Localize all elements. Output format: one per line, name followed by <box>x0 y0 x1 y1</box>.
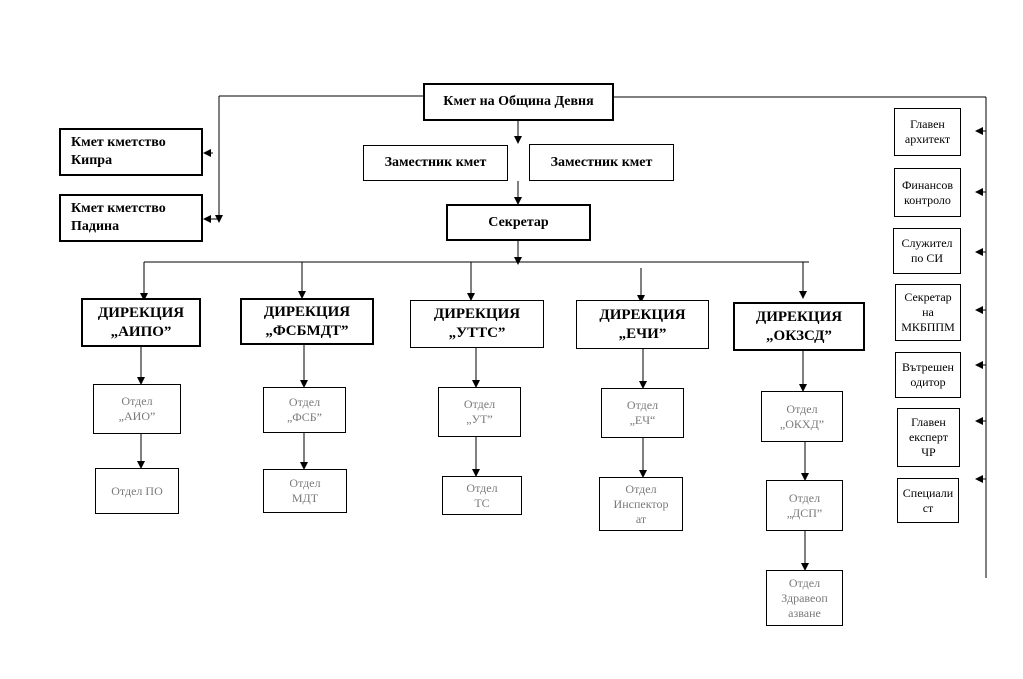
department-ech: Отдел „ЕЧ“ <box>601 388 684 438</box>
mayor-box: Кмет на Община Девня <box>423 83 614 121</box>
department-fsb: Отдел „ФСБ” <box>263 387 346 433</box>
department-dsp: Отдел „ДСП” <box>766 480 843 531</box>
department-okhd: Отдел „ОКХД” <box>761 391 843 442</box>
department-mdt: Отдел МДТ <box>263 469 347 513</box>
staff-financial-control: Финансов контроло <box>894 168 961 217</box>
department-aio: Отдел „АИО” <box>93 384 181 434</box>
staff-internal-auditor: Вътрешен одитор <box>895 352 961 398</box>
directorate-fsbmdt: ДИРЕКЦИЯ „ФСБМДТ” <box>240 298 374 345</box>
secretary-box: Секретар <box>446 204 591 241</box>
department-po: Отдел ПО <box>95 468 179 514</box>
directorate-echi: ДИРЕКЦИЯ „ЕЧИ” <box>576 300 709 349</box>
department-ts: Отдел ТС <box>442 476 522 515</box>
department-inspectorate: Отдел Инспектор ат <box>599 477 683 531</box>
staff-classified-officer: Служител по СИ <box>893 228 961 274</box>
staff-chief-architect: Главен архитект <box>894 108 961 156</box>
department-ut: Отдел „УТ” <box>438 387 521 437</box>
directorate-okzsd: ДИРЕКЦИЯ „ОКЗСД” <box>733 302 865 351</box>
mayor-kipra-box: Кмет кметство Кипра <box>59 128 203 176</box>
mayor-padina-box: Кмет кметство Падина <box>59 194 203 242</box>
directorate-aipo: ДИРЕКЦИЯ „АИПО” <box>81 298 201 347</box>
staff-chief-expert-hr: Главен експерт ЧР <box>897 408 960 467</box>
department-health: Отдел Здравеоп азване <box>766 570 843 626</box>
directorate-utts: ДИРЕКЦИЯ „УТТС” <box>410 300 544 348</box>
staff-specialist: Специали ст <box>897 478 959 523</box>
staff-secretary-mkbppm: Секретар на МКБППМ <box>895 284 961 341</box>
deputy-mayor-box-2: Заместник кмет <box>529 144 674 181</box>
deputy-mayor-box-1: Заместник кмет <box>363 145 508 181</box>
